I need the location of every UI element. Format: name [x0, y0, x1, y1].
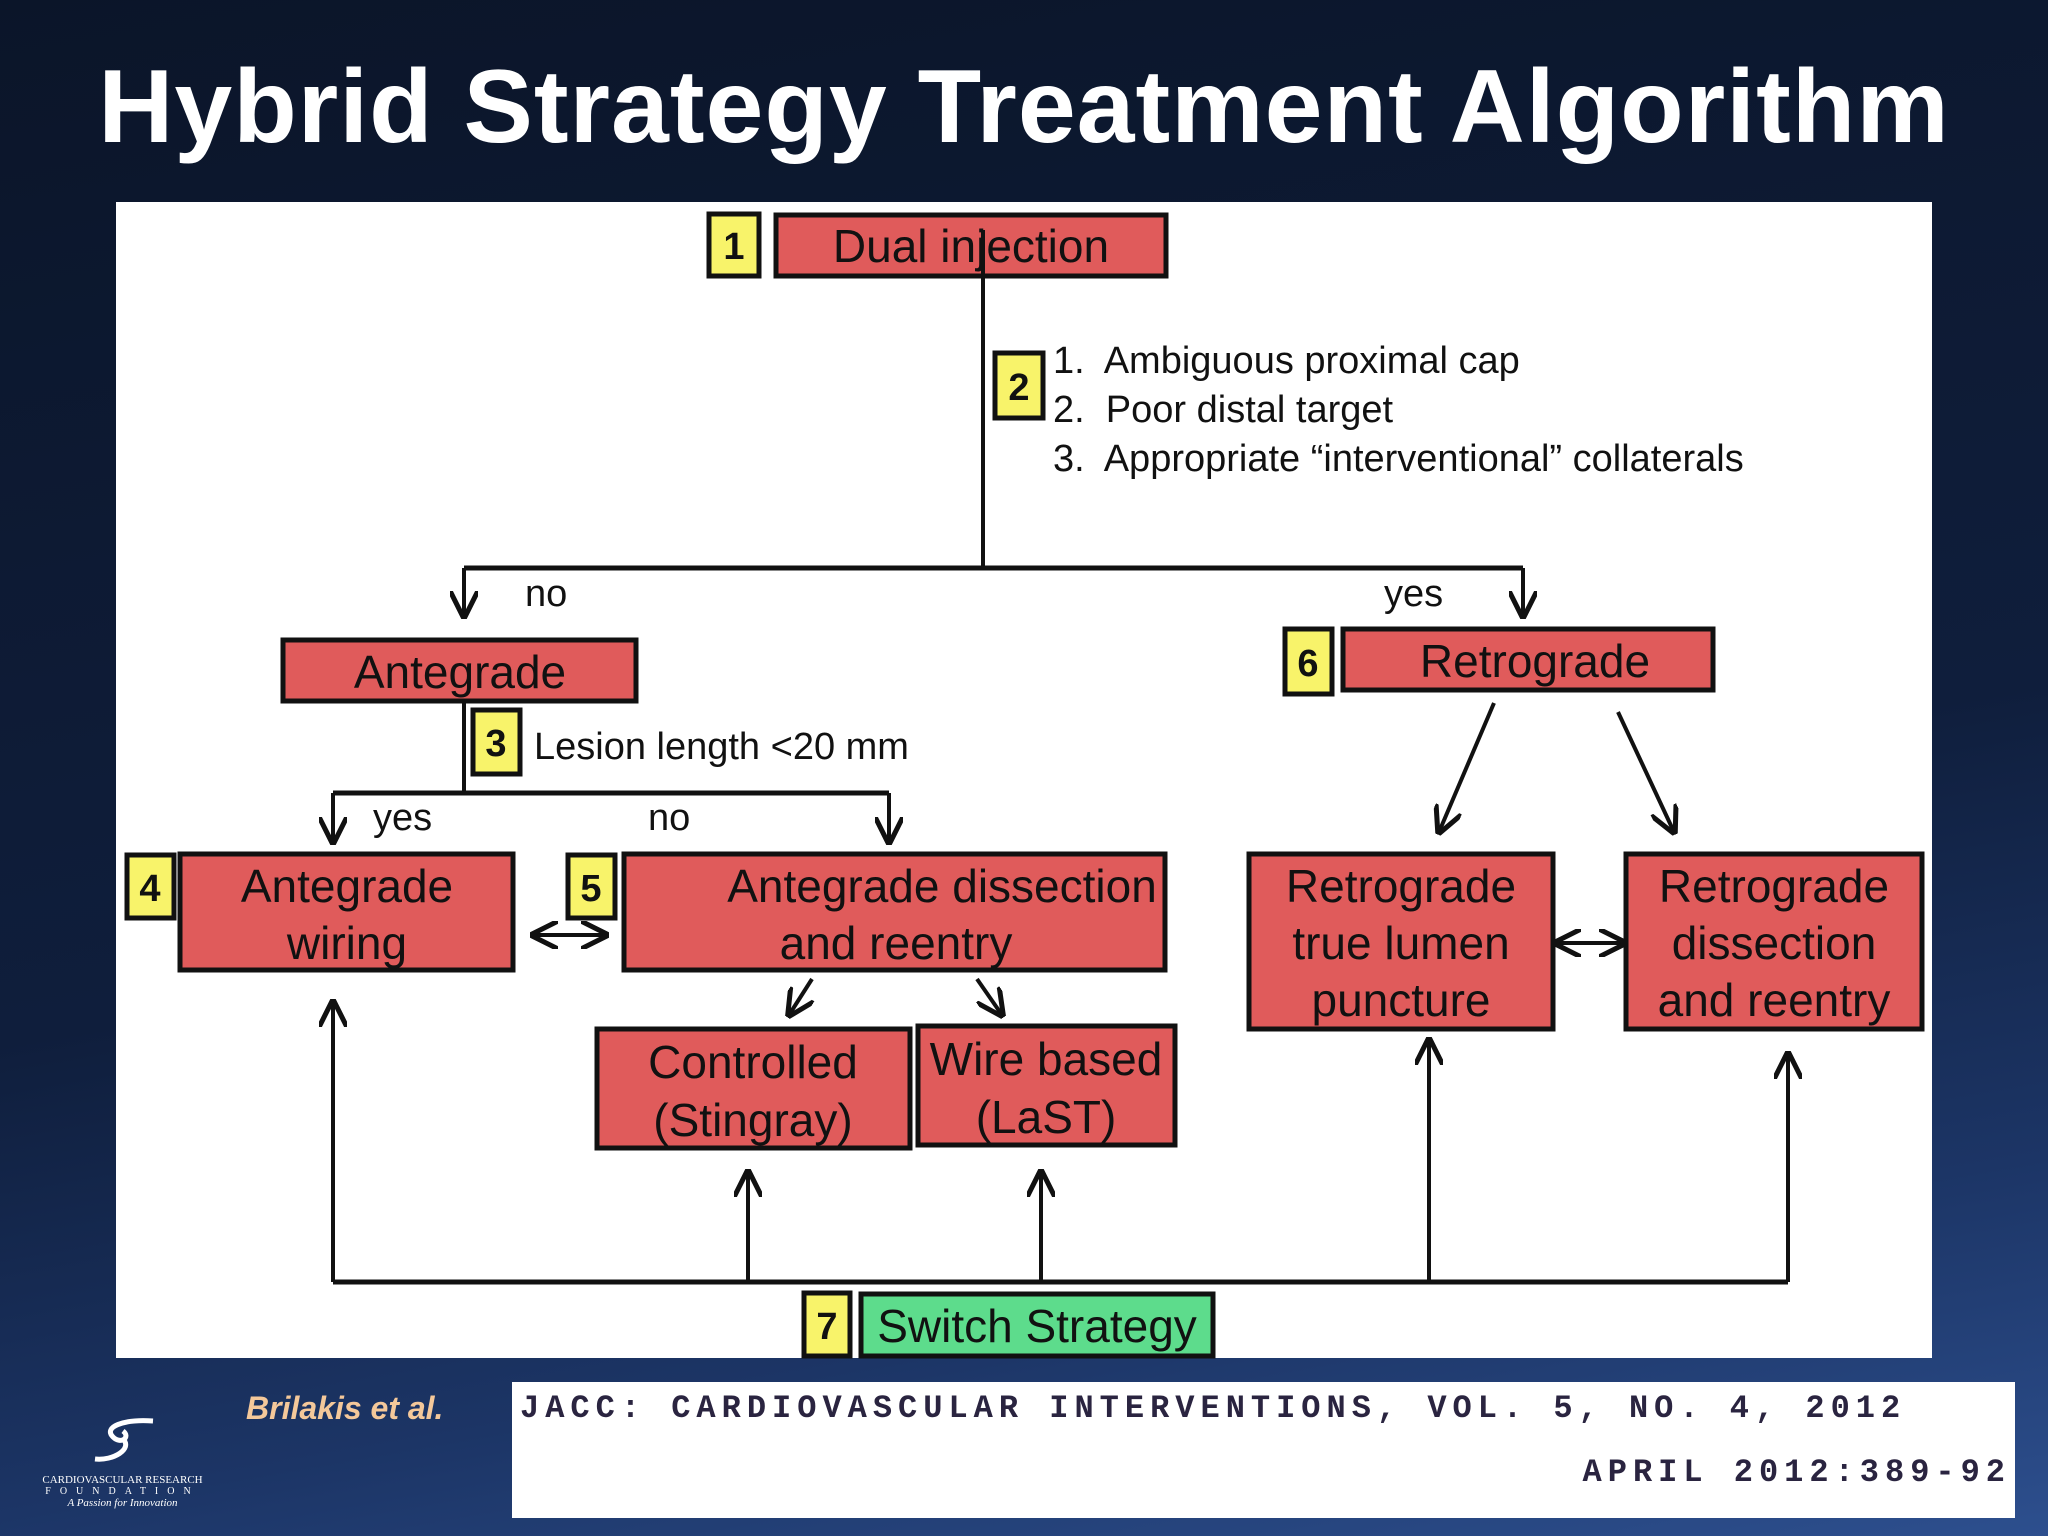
journal-line-1: JACC: CARDIOVASCULAR INTERVENTIONS, VOL.… [520, 1390, 1907, 1427]
antegrade-wiring-node: 4 Antegrade wiring [124, 851, 516, 973]
rtl-line-2: true lumen [1292, 917, 1509, 969]
antegrade-wiring-line-1: Antegrade [241, 860, 453, 912]
connectors [333, 276, 1788, 1285]
switch-strategy-label: Switch Strategy [877, 1300, 1197, 1352]
retrograde-label: Retrograde [1420, 635, 1650, 687]
switch-strategy-node: 7 Switch Strategy [801, 1290, 1216, 1359]
step-badge-4: 4 [139, 868, 160, 910]
criterion-2: 2. Poor distal target [1053, 389, 1394, 431]
journal-citation: JACC: CARDIOVASCULAR INTERVENTIONS, VOL.… [512, 1382, 2015, 1518]
crf-logo: CARDIOVASCULAR RESEARCH FOUNDATION A Pas… [30, 1415, 215, 1509]
branch-yes-label: yes [1384, 573, 1443, 615]
logo-name: CARDIOVASCULAR RESEARCH [42, 1474, 203, 1486]
wire-based-line-2: (LaST) [976, 1091, 1117, 1143]
step-badge-2: 2 [1008, 367, 1029, 409]
journal-line-2: APRIL 2012:389-92 [1582, 1454, 2011, 1491]
branch-no-label: no [525, 573, 567, 615]
wire-based-last-node: Wire based (LaST) [915, 1023, 1178, 1148]
antegrade-node: Antegrade [280, 637, 639, 704]
lesion-length-criterion: 3 Lesion length <20 mm [470, 707, 909, 777]
adr-line-1: Antegrade dissection [727, 860, 1157, 912]
adr-line-2: and reentry [780, 917, 1013, 969]
lesion-no-label: no [648, 797, 690, 839]
rd-line-1: Retrograde [1659, 860, 1889, 912]
step-badge-1: 1 [723, 226, 744, 268]
retrograde-node: 6 Retrograde [1282, 626, 1716, 697]
slide-title: Hybrid Strategy Treatment Algorithm [98, 49, 1950, 165]
criteria-list: 2 1. Ambiguous proximal cap 2. Poor dist… [992, 340, 1744, 480]
antegrade-wiring-line-2: wiring [286, 917, 407, 969]
criterion-3: 3. Appropriate “interventional” collater… [1053, 438, 1744, 480]
logo-tagline: A Passion for Innovation [67, 1497, 178, 1509]
antegrade-dissection-reentry-node: 5 Antegrade dissection and reentry [565, 851, 1168, 973]
step-badge-7: 7 [816, 1306, 837, 1348]
controlled-line-2: (Stingray) [653, 1094, 852, 1146]
rd-line-3: and reentry [1658, 974, 1891, 1026]
logo-sub: FOUNDATION [45, 1486, 200, 1497]
rtl-line-1: Retrograde [1286, 860, 1516, 912]
retrograde-true-lumen-node: Retrograde true lumen puncture [1246, 851, 1556, 1032]
lesion-length-label: Lesion length <20 mm [534, 726, 909, 768]
wire-based-line-1: Wire based [930, 1033, 1163, 1085]
dual-injection-label: Dual injection [833, 220, 1109, 272]
step-badge-5: 5 [580, 868, 601, 910]
step-badge-3: 3 [485, 723, 506, 765]
controlled-line-1: Controlled [648, 1036, 858, 1088]
citation-author: Brilakis et al. [246, 1390, 444, 1426]
rd-line-2: dissection [1672, 917, 1877, 969]
retrograde-dissection-node: Retrograde dissection and reentry [1623, 851, 1925, 1032]
rtl-line-3: puncture [1311, 974, 1490, 1026]
step-badge-6: 6 [1297, 643, 1318, 685]
dual-injection-node: 1 Dual injection [706, 211, 1169, 279]
antegrade-label: Antegrade [354, 646, 566, 698]
swirl-logo-icon [94, 1418, 153, 1462]
lesion-yes-label: yes [373, 797, 432, 839]
controlled-stingray-node: Controlled (Stingray) [594, 1026, 913, 1151]
criterion-1: 1. Ambiguous proximal cap [1053, 340, 1520, 382]
